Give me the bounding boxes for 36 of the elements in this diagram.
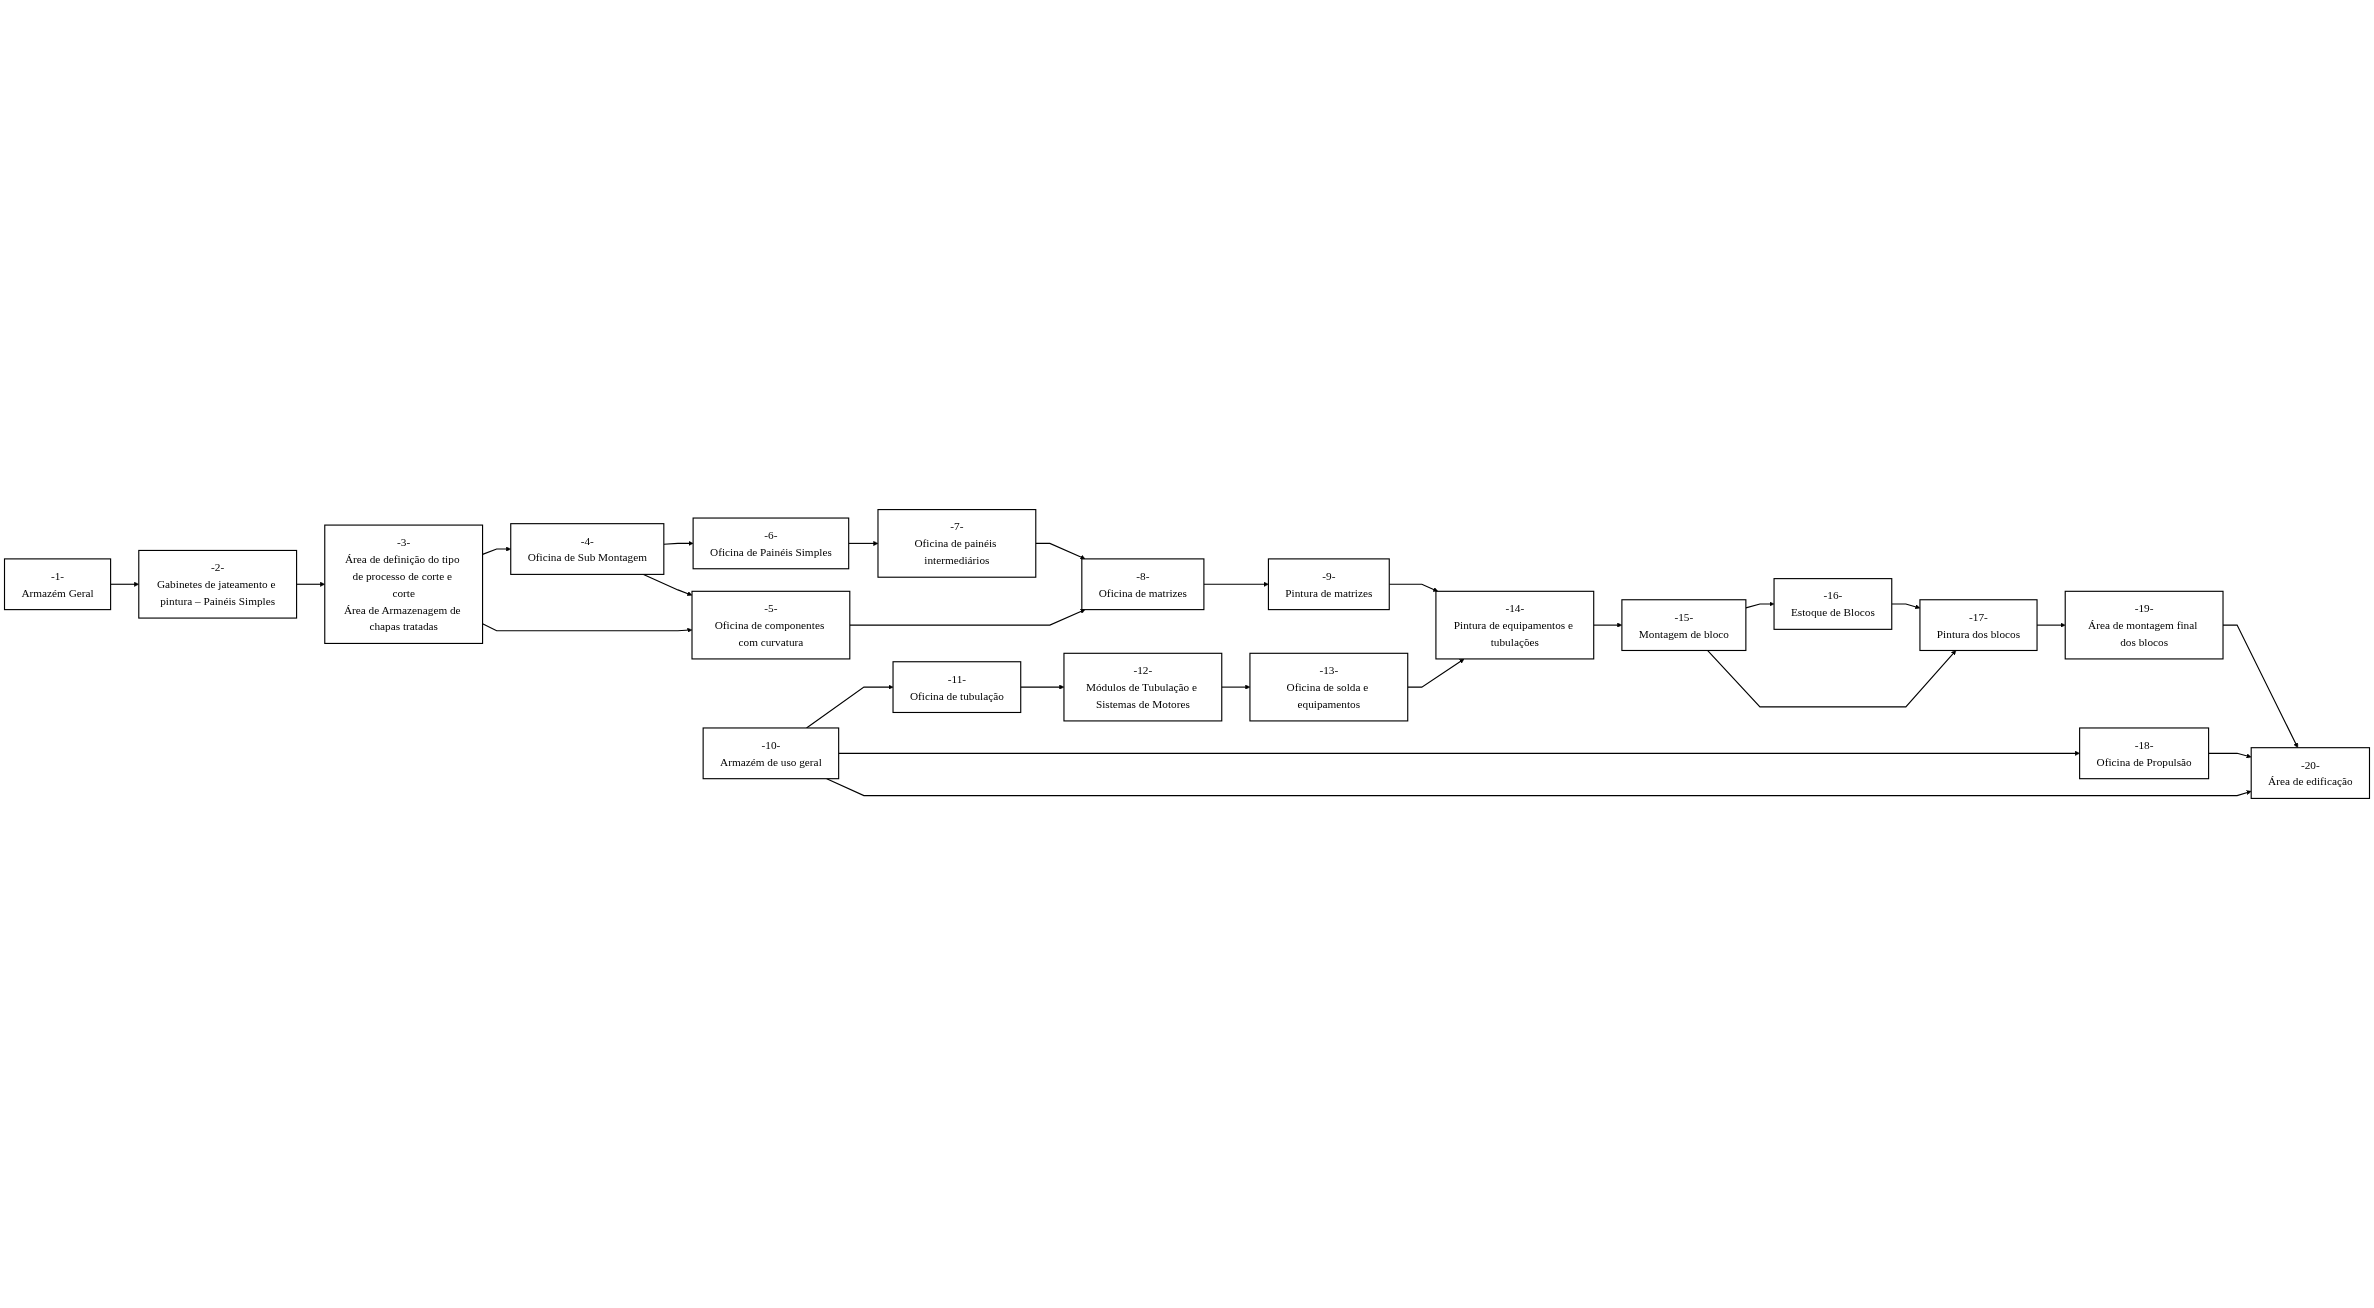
arrow — [1203, 581, 1269, 587]
node-box: -17- Pintura dos blocos — [1919, 599, 2038, 652]
node-box: -1- Armazém Geral — [3, 558, 112, 611]
arrow — [1745, 601, 1775, 609]
arrow — [482, 546, 511, 555]
arrow — [1706, 649, 1957, 708]
node-box: -6- Oficina de Painéis Simples — [692, 517, 850, 570]
node-box: -18- Oficina de Propulsão — [2079, 727, 2210, 780]
arrow — [1035, 542, 1086, 560]
node-box: -16- Estoque de Blocos — [1773, 578, 1893, 630]
node-box: -15- Montagem de bloco — [1621, 599, 1747, 652]
node-box: -19- Área de montagem final dos blocos — [2064, 590, 2224, 660]
arrow — [805, 684, 894, 729]
node-box: -3- Área de definição do tipo de processo de corte e corte Área de Armazenagem de chapas tratadas — [324, 524, 484, 644]
node-box: -11- Oficina de tubulação — [892, 661, 1022, 714]
arrow — [296, 581, 325, 587]
arrow — [849, 609, 1086, 626]
node-box: -13- Oficina de solda e equipamentos — [1249, 652, 1409, 722]
node-box: -5- Oficina de componentes com curvatura — [691, 590, 851, 660]
node-box: -14- Pintura de equipamentos e tubulações — [1435, 590, 1595, 660]
arrow — [110, 581, 139, 587]
node-box: -8- Oficina de matrizes — [1081, 558, 1205, 611]
arrow — [2208, 752, 2252, 759]
arrow — [1407, 658, 1465, 688]
node-box: -4- Oficina de Sub Montagem — [510, 523, 665, 575]
arrow — [482, 623, 693, 633]
arrow — [663, 540, 694, 546]
node-box: -9- Pintura de matrizes — [1267, 558, 1390, 611]
node-box: -12- Módulos de Tubulação e Sistemas de Motores — [1063, 652, 1223, 722]
node-box: -2- Gabinetes de jateamento e pintura – Painéis Simples — [138, 549, 298, 619]
node-box: -20- Área de edificação — [2250, 747, 2371, 799]
arrow — [838, 750, 2080, 756]
node-box: -10- Armazém de uso geral — [702, 727, 840, 780]
node-box: -7- Oficina de painéis intermediários — [877, 509, 1037, 578]
arrow — [826, 778, 2252, 797]
arrow — [642, 573, 693, 596]
